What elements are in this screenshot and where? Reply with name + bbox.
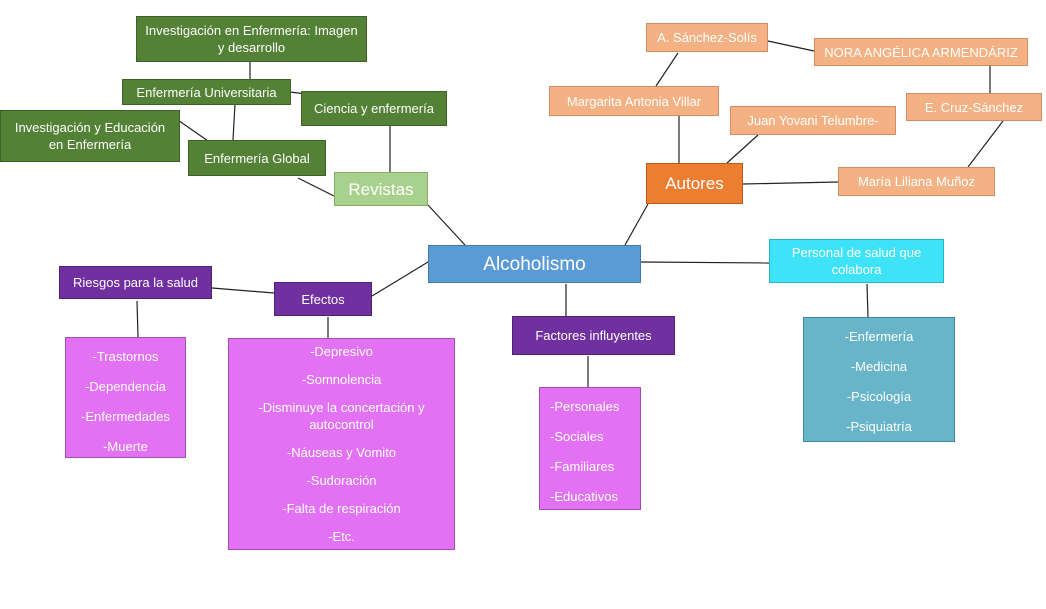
list-item: -Falta de respiración [282,501,401,516]
link-autores-juan [726,134,759,164]
revistas-node: Revistas [334,172,428,206]
personal-salud-node: Personal de salud que colabora [769,239,944,283]
author-margarita-villar: Margarita Antonia Villar [549,86,719,116]
list-item: -Sudoración [306,473,377,488]
list-item: -Personales [550,399,620,414]
efectos-list: -Depresivo -Somnolencia -Disminuye la co… [228,338,455,550]
list-item: -Muerte [103,439,148,454]
list-item: -Enfermería [844,329,914,344]
list-item: -Trastornos [92,349,159,364]
link-maria-cruz [967,120,1004,168]
link-revistas-global [297,177,335,197]
list-item: -Disminuye la concertación y autocontrol [258,400,425,432]
author-nora-armendariz: NORA ANGÉLICA ARMENDÁRIZ [814,38,1028,66]
link-personal-list [866,283,869,318]
author-cruz-sanchez: E. Cruz-Sánchez [906,93,1042,121]
link-autores-maria [742,181,839,185]
link-sanchez-nora [767,40,815,52]
journal-ciencia-enfermeria: Ciencia y enfermería [301,91,447,126]
link-center-efectos [371,261,429,297]
link-margarita-sanchez [655,52,679,87]
list-item: -Enfermedades [81,409,170,424]
list-item: -Medicina [850,359,908,374]
personal-salud-list: -Enfermería -Medicina -Psicología -Psiqu… [803,317,955,442]
list-item: -Familiares [550,459,615,474]
efectos-node: Efectos [274,282,372,316]
link-center-personal [640,261,770,264]
author-juan-telumbre: Juan Yovani Telumbre- [730,106,896,135]
journal-imagen-desarrollo: Investigación en Enfermería: Imagen y de… [136,16,367,62]
list-item: -Psicología [846,389,912,404]
journal-enfermeria-global: Enfermería Global [188,140,326,176]
list-item: -Etc. [328,529,355,544]
list-item: -Depresivo [310,344,373,359]
list-item: -Sociales [550,429,604,444]
link-efectos-riesgos [211,287,275,294]
author-sanchez-solis: A. Sánchez-Solís [646,23,768,52]
riesgos-node: Riesgos para la salud [59,266,212,299]
list-item: -Educativos [550,489,618,504]
list-item: -Dependencia [85,379,166,394]
author-maria-munoz: María Liliana Muñoz [838,167,995,196]
factores-list: -Personales -Sociales -Familiares -Educa… [539,387,641,510]
list-item: -Psiquiatría [846,419,912,434]
list-item: -Náuseas y Vomito [286,445,397,460]
riesgos-list: -Trastornos -Dependencia -Enfermedades -… [65,337,186,458]
link-riesgos-list [136,300,139,338]
autores-node: Autores [646,163,743,204]
journal-investigacion-educacion: Investigación y Educación en Enfermería [0,110,180,162]
journal-enfermeria-universitaria: Enfermería Universitaria [122,79,291,105]
factores-node: Factores influyentes [512,316,675,355]
center-node: Alcoholismo [428,245,641,283]
link-revistas-center [427,204,466,246]
link-univ-global [232,103,236,141]
link-autores-center [624,203,649,246]
list-item: -Somnolencia [301,372,382,387]
